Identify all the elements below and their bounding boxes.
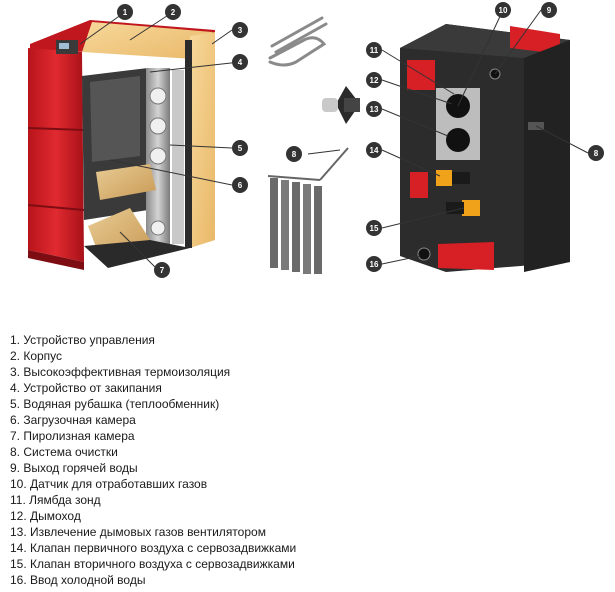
boiler-rear <box>400 24 570 272</box>
legend-item: 15. Клапан вторичного воздуха с сервозад… <box>10 557 295 571</box>
callout-3-label: 3 <box>238 26 243 35</box>
callout-1: 1 <box>117 4 133 20</box>
legend-item: 9. Выход горячей воды <box>10 461 138 475</box>
callout-4: 4 <box>232 54 248 70</box>
insulation-top <box>82 22 212 60</box>
legend-item: 5. Водяная рубашка (теплообменник) <box>10 397 220 411</box>
legend-item: 4. Устройство от закипания <box>10 381 162 395</box>
cleaning-system <box>267 147 349 274</box>
callout-7: 7 <box>154 262 170 278</box>
secondary-air-valve <box>462 200 480 216</box>
callout-13: 13 <box>366 101 382 117</box>
callout-9: 9 <box>541 2 557 18</box>
callout-10-label: 10 <box>499 6 508 15</box>
callout-1-label: 1 <box>123 8 128 17</box>
callout-5-label: 5 <box>238 144 243 153</box>
rear-red-panel-bottom <box>438 242 494 270</box>
fuel-logs <box>96 164 156 200</box>
boiler-diagram: 1 2 3 4 5 6 7 8 8 9 10 11 12 13 14 15 16 <box>27 2 604 278</box>
callout-9-label: 9 <box>547 6 552 15</box>
callout-3: 3 <box>232 22 248 38</box>
parts-legend: 1. Устройство управления 2. Корпус 3. Вы… <box>10 332 296 588</box>
callout-6-label: 6 <box>238 181 243 190</box>
callout-12: 12 <box>366 72 382 88</box>
callout-2: 2 <box>165 4 181 20</box>
callout-5: 5 <box>232 140 248 156</box>
callout-14-label: 14 <box>370 146 379 155</box>
callout-11-label: 11 <box>370 46 379 55</box>
callout-16: 16 <box>366 256 382 272</box>
callout-15: 15 <box>366 220 382 236</box>
insulation-side <box>190 32 215 248</box>
callout-8-left: 8 <box>286 146 302 162</box>
callout-16-label: 16 <box>370 260 379 269</box>
exhaust-fan <box>322 86 360 124</box>
legend-item: 1. Устройство управления <box>10 333 155 347</box>
legend-item: 10. Датчик для отработавших газов <box>10 477 208 491</box>
callout-6: 6 <box>232 177 248 193</box>
callout-8-left-label: 8 <box>292 150 297 159</box>
flue-gas-fan <box>446 128 470 152</box>
callout-8-right: 8 <box>588 145 604 161</box>
callout-13-label: 13 <box>370 105 379 114</box>
legend-item: 13. Извлечение дымовых газов вентиляторо… <box>10 525 266 539</box>
callout-12-label: 12 <box>370 76 379 85</box>
legend-item: 6. Загрузочная камера <box>10 413 136 427</box>
cold-water-inlet <box>417 247 431 261</box>
legend-item: 2. Корпус <box>10 349 63 363</box>
legend-item: 14. Клапан первичного воздуха с сервозад… <box>10 541 297 555</box>
rear-red-panel-left <box>410 172 428 198</box>
leader-lines <box>79 9 589 271</box>
callout-4-label: 4 <box>238 58 243 67</box>
overheat-device <box>268 16 328 67</box>
callout-10: 10 <box>495 2 511 18</box>
boiler-front-panel <box>28 48 84 262</box>
legend-item: 12. Дымоход <box>10 509 81 523</box>
callout-2-label: 2 <box>171 8 176 17</box>
legend-item: 3. Высокоэффективная термоизоляция <box>10 365 231 379</box>
callout-11: 11 <box>366 42 382 58</box>
callout-8-right-label: 8 <box>594 149 599 158</box>
callout-7-label: 7 <box>160 266 165 275</box>
legend-item: 8. Система очистки <box>10 445 118 459</box>
rear-red-panel-top <box>407 60 435 90</box>
callout-14: 14 <box>366 142 382 158</box>
callout-15-label: 15 <box>370 224 379 233</box>
primary-air-valve <box>436 170 452 186</box>
legend-item: 7. Пиролизная камера <box>10 429 135 443</box>
legend-item: 11. Лямбда зонд <box>10 493 101 507</box>
legend-item: 16. Ввод холодной воды <box>10 573 146 587</box>
boiler-cutaway <box>27 20 215 270</box>
